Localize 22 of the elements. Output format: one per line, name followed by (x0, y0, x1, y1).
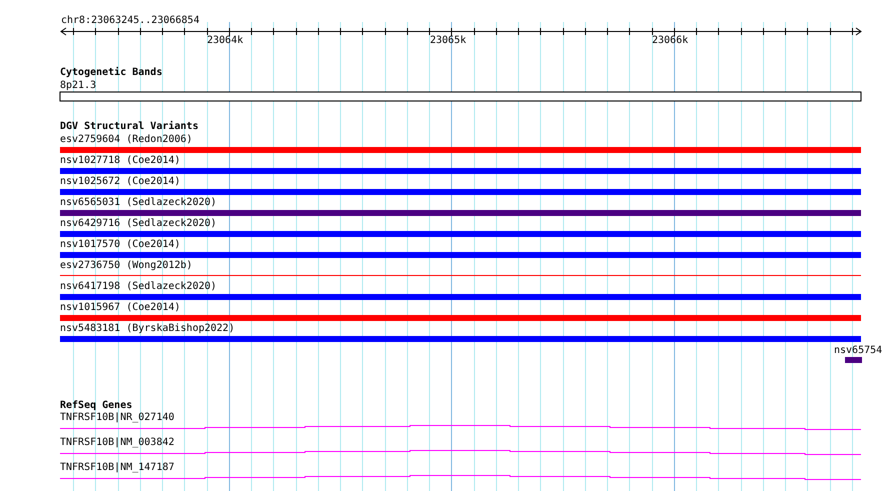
feature-label: nsv6417198 (Sedlazeck2020) (60, 281, 217, 292)
scale-tick-label: 23066k (652, 35, 688, 46)
feature-label: nsv5483181 (ByrskaBishop2022) (60, 323, 235, 334)
gene-label: TNFRSF10B|NM_003842 (60, 437, 174, 448)
feature-label: nsv1027718 (Coe2014) (60, 155, 180, 166)
track-title: DGV Structural Variants (60, 121, 198, 132)
gene-label: TNFRSF10B|NR_027140 (60, 412, 174, 423)
feature-label: esv2736750 (Wong2012b) (60, 260, 192, 271)
feature-label: nsv6429716 (Sedlazeck2020) (60, 218, 217, 229)
feature-label: nsv1015967 (Coe2014) (60, 302, 180, 313)
scale-tick-label: 23064k (207, 35, 244, 46)
band-label: 8p21.3 (60, 80, 96, 91)
feature-label: esv2759604 (Redon2006) (60, 134, 192, 145)
region-label: chr8:23063245..23066854 (61, 15, 200, 26)
track-title: Cytogenetic Bands (60, 67, 162, 78)
feature-label: nsv6565031 (Sedlazeck2020) (60, 197, 217, 208)
feature-label: nsv1017570 (Coe2014) (60, 239, 180, 250)
feature-label: nsv65754 (834, 345, 882, 356)
gene-label: TNFRSF10B|NM_147187 (60, 462, 174, 473)
scale-tick-label: 23065k (430, 35, 466, 46)
track-title: RefSeq Genes (60, 400, 132, 411)
feature-label: nsv1025672 (Coe2014) (60, 176, 180, 187)
